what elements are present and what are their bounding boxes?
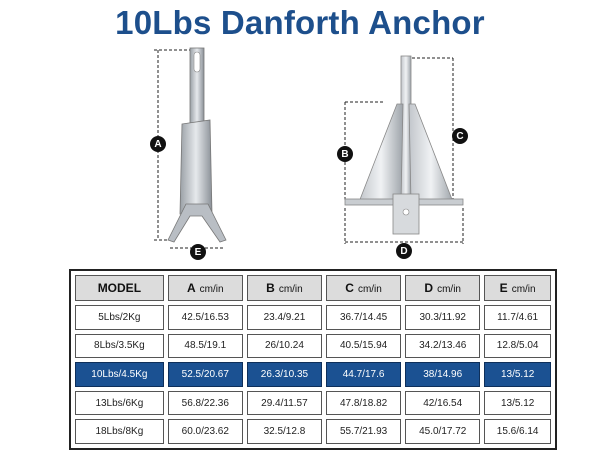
dimension-d-label: D [396,243,412,259]
anchor-front-view [344,55,464,244]
cell-b: 32.5/12.8 [246,419,322,444]
cell-a: 42.5/16.53 [167,305,243,330]
cell-model: 8Lbs/3.5Kg [75,333,164,359]
cell-e: 15.6/6.14 [484,419,551,444]
cell-c: 55.7/21.93 [326,419,402,444]
cell-a: 56.8/22.36 [167,390,243,416]
cell-e: 11.7/4.61 [484,305,551,330]
cell-d: 30.3/11.92 [405,305,481,330]
cell-a: 52.5/20.67 [167,362,243,387]
cell-e: 13/5.12 [484,390,551,416]
header-model: MODEL [75,275,164,301]
cell-d: 34.2/13.46 [405,333,481,359]
cell-model: 18Lbs/8Kg [75,419,164,444]
page-title: 10Lbs Danforth Anchor [115,4,485,41]
cell-model: 13Lbs/6Kg [75,390,164,416]
table-row-highlighted: 10Lbs/4.5Kg 52.5/20.67 26.3/10.35 44.7/1… [75,362,551,387]
cell-d: 38/14.96 [405,362,481,387]
anchor-side-view [154,47,227,249]
cell-e: 13/5.12 [484,362,551,387]
dimension-a-label: A [150,136,166,152]
dimension-e-label: E [190,244,206,260]
table-row: 5Lbs/2Kg 42.5/16.53 23.4/9.21 36.7/14.45… [75,305,551,330]
cell-c: 36.7/14.45 [326,305,402,330]
cell-a: 60.0/23.62 [167,419,243,444]
cell-c: 40.5/15.94 [326,333,402,359]
cell-b: 29.4/11.57 [246,390,322,416]
cell-a: 48.5/19.1 [167,333,243,359]
cell-d: 45.0/17.72 [405,419,481,444]
dimension-b-label: B [337,146,353,162]
cell-b: 23.4/9.21 [246,305,322,330]
table-row: 13Lbs/6Kg 56.8/22.36 29.4/11.57 47.8/18.… [75,390,551,416]
cell-e: 12.8/5.04 [484,333,551,359]
cell-model: 10Lbs/4.5Kg [75,362,164,387]
table-row: 18Lbs/8Kg 60.0/23.62 32.5/12.8 55.7/21.9… [75,419,551,444]
cell-d: 42/16.54 [405,390,481,416]
cell-c: 44.7/17.6 [326,362,402,387]
dimension-c-label: C [452,128,468,144]
cell-b: 26.3/10.35 [246,362,322,387]
cell-b: 26/10.24 [246,333,322,359]
cell-model: 5Lbs/2Kg [75,305,164,330]
cell-c: 47.8/18.82 [326,390,402,416]
table-row: 8Lbs/3.5Kg 48.5/19.1 26/10.24 40.5/15.94… [75,333,551,359]
